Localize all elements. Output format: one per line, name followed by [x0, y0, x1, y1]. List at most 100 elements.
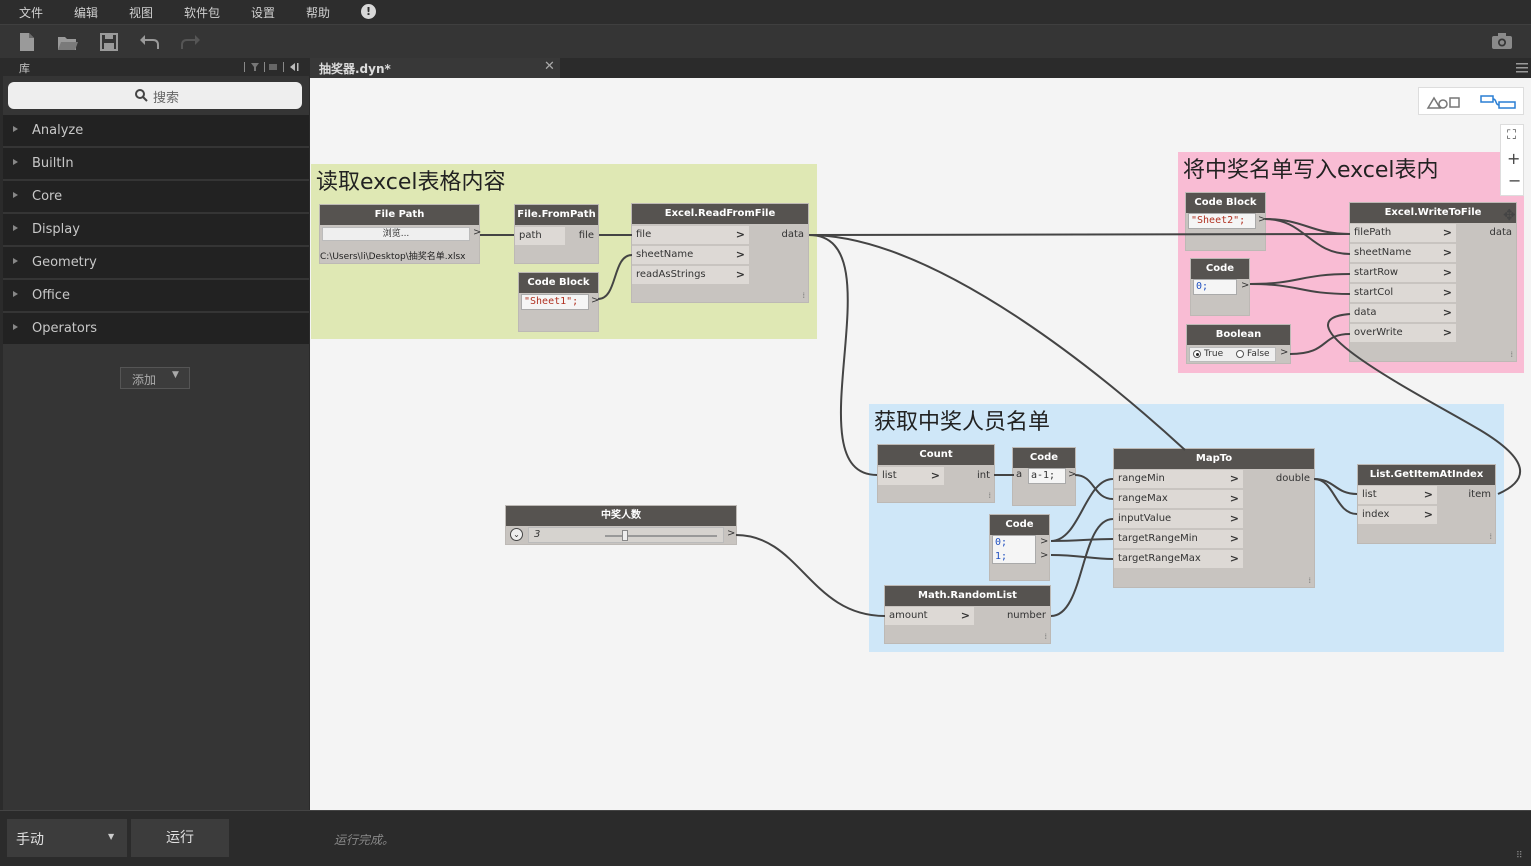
library-category-office[interactable]: Office: [3, 280, 309, 312]
menu-packages[interactable]: 软件包: [184, 6, 221, 20]
input-port-readasstrings[interactable]: readAsStrings>: [632, 266, 749, 284]
output-port[interactable]: >: [591, 295, 600, 306]
slider-value[interactable]: 3: [534, 529, 541, 540]
input-port-sheetname[interactable]: sheetName>: [1350, 244, 1456, 262]
output-port[interactable]: >: [473, 227, 482, 238]
undo-icon[interactable]: [139, 32, 161, 52]
output-port[interactable]: >: [1241, 280, 1250, 291]
output-port-number[interactable]: number: [1006, 610, 1046, 621]
output-port[interactable]: >: [727, 528, 736, 539]
expand-slider-icon[interactable]: ⌄: [510, 528, 523, 541]
output-port[interactable]: >: [1040, 550, 1049, 561]
workspace-tab[interactable]: 抽奖器.dyn* ✕: [310, 58, 560, 78]
output-port-double[interactable]: double: [1275, 473, 1310, 484]
code-block-editor[interactable]: "Sheet2";: [1188, 213, 1256, 229]
input-port-sheetname[interactable]: sheetName>: [632, 246, 749, 264]
library-category-operators[interactable]: Operators: [3, 313, 309, 345]
search-input[interactable]: 搜索: [8, 82, 302, 109]
library-category-core[interactable]: Core: [3, 181, 309, 213]
new-file-icon[interactable]: [18, 32, 36, 52]
output-port-data[interactable]: data: [781, 229, 804, 240]
output-port-file[interactable]: file: [578, 230, 594, 241]
node-code-block[interactable]: Code Block 0; 1; > >: [989, 514, 1050, 581]
zoom-in-icon[interactable]: +: [1507, 149, 1521, 168]
library-category-geometry[interactable]: Geometry: [3, 247, 309, 279]
node-excel-write-to-file[interactable]: Excel.WriteToFile filePath> sheetName> s…: [1349, 202, 1517, 362]
output-port[interactable]: >: [1040, 536, 1049, 547]
node-code-block[interactable]: Code Block "Sheet1"; >: [518, 272, 599, 332]
code-block-editor[interactable]: 0; 1;: [992, 535, 1036, 564]
node-code-block[interactable]: Code Block a a-1; >: [1012, 447, 1076, 506]
input-port-startcol[interactable]: startCol>: [1350, 284, 1456, 302]
input-port-a[interactable]: a: [1016, 469, 1023, 480]
input-port-inputvalue[interactable]: inputValue>: [1114, 510, 1243, 528]
code-block-editor[interactable]: a-1;: [1028, 468, 1066, 484]
node-boolean[interactable]: Boolean True False >: [1186, 324, 1291, 364]
menu-icon[interactable]: [1516, 62, 1528, 73]
redo-icon[interactable]: [179, 32, 201, 52]
notification-icon[interactable]: !: [361, 4, 376, 19]
code-block-editor[interactable]: "Sheet1";: [521, 294, 589, 310]
graph-canvas[interactable]: 读取excel表格内容 将中奖名单写入excel表内 获取中奖人员名单 File…: [310, 78, 1531, 810]
node-mapto[interactable]: MapTo rangeMin> rangeMax> inputValue> ta…: [1113, 448, 1315, 588]
open-file-icon[interactable]: [57, 32, 79, 52]
library-category-builtin[interactable]: BuiltIn: [3, 148, 309, 180]
slider-thumb[interactable]: [622, 530, 628, 541]
close-tab-icon[interactable]: ✕: [544, 59, 555, 74]
input-port-file[interactable]: file>: [632, 226, 749, 244]
input-port-index[interactable]: index>: [1358, 506, 1437, 524]
pan-icon[interactable]: ✥: [1503, 206, 1516, 224]
fit-view-icon[interactable]: ⛶: [1507, 128, 1517, 143]
boolean-toggle[interactable]: True False: [1189, 347, 1276, 362]
input-port-list[interactable]: list>: [878, 467, 944, 485]
radio-true[interactable]: [1193, 350, 1201, 358]
zoom-out-icon[interactable]: −: [1508, 171, 1522, 190]
graph-view-icon[interactable]: [1479, 94, 1519, 110]
run-mode-dropdown[interactable]: 手动 ▼: [7, 819, 127, 857]
node-math-random-list[interactable]: Math.RandomList amount> number ⁞: [884, 585, 1051, 644]
add-button[interactable]: 添加 ▼: [120, 367, 190, 389]
library-category-analyze[interactable]: Analyze: [3, 115, 309, 147]
output-port[interactable]: >: [1068, 469, 1077, 480]
input-port-targetrangemax[interactable]: targetRangeMax>: [1114, 550, 1243, 568]
output-port-data[interactable]: data: [1489, 227, 1512, 238]
node-count[interactable]: Count list> int ⁞: [877, 444, 995, 503]
library-category-display[interactable]: Display: [3, 214, 309, 246]
slider-track[interactable]: [605, 535, 717, 537]
node-file-from-path[interactable]: File.FromPath path file: [514, 204, 599, 264]
radio-false[interactable]: [1236, 350, 1244, 358]
menu-file[interactable]: 文件: [19, 6, 44, 20]
input-port-data[interactable]: data>: [1350, 304, 1456, 322]
input-port-overwrite[interactable]: overWrite>: [1350, 324, 1456, 342]
save-icon[interactable]: [99, 32, 119, 52]
output-port[interactable]: >: [1280, 347, 1289, 358]
input-port-amount[interactable]: amount>: [885, 607, 974, 625]
run-button[interactable]: 运行: [131, 819, 229, 857]
menu-view[interactable]: 视图: [129, 6, 154, 20]
browse-button[interactable]: 浏览...: [322, 227, 470, 241]
node-file-path[interactable]: File Path 浏览... > C:\Users\li\Desktop\抽奖…: [319, 204, 482, 264]
output-port-int[interactable]: int: [976, 470, 990, 481]
node-excel-read-from-file[interactable]: Excel.ReadFromFile file> sheetName> read…: [631, 203, 809, 303]
node-list-get-item-at-index[interactable]: List.GetItemAtIndex list> index> item ⁞: [1357, 464, 1496, 544]
menu-edit[interactable]: 编辑: [74, 6, 99, 20]
search-icon: [135, 89, 148, 102]
input-port-rangemax[interactable]: rangeMax>: [1114, 490, 1243, 508]
input-port-startrow[interactable]: startRow>: [1350, 264, 1456, 282]
input-port-rangemin[interactable]: rangeMin>: [1114, 470, 1243, 488]
node-integer-slider[interactable]: 中奖人数 ⌄ 3 >: [505, 505, 737, 545]
geometry-view-icon[interactable]: [1426, 94, 1462, 110]
resize-grip-icon[interactable]: ⠿: [1516, 851, 1523, 861]
output-port[interactable]: >: [1258, 214, 1267, 225]
output-port-item[interactable]: item: [1468, 489, 1491, 500]
input-port-list[interactable]: list>: [1358, 486, 1437, 504]
camera-icon[interactable]: [1491, 32, 1513, 50]
node-code-block[interactable]: Code Block 0; >: [1190, 258, 1250, 316]
menu-help[interactable]: 帮助: [306, 6, 331, 20]
menu-settings[interactable]: 设置: [251, 6, 276, 20]
code-block-editor[interactable]: 0;: [1193, 279, 1237, 295]
input-port-filepath[interactable]: filePath>: [1350, 224, 1456, 242]
node-code-block[interactable]: Code Block "Sheet2"; >: [1185, 192, 1266, 251]
input-port-path[interactable]: path: [515, 227, 565, 245]
input-port-targetrangemin[interactable]: targetRangeMin>: [1114, 530, 1243, 548]
